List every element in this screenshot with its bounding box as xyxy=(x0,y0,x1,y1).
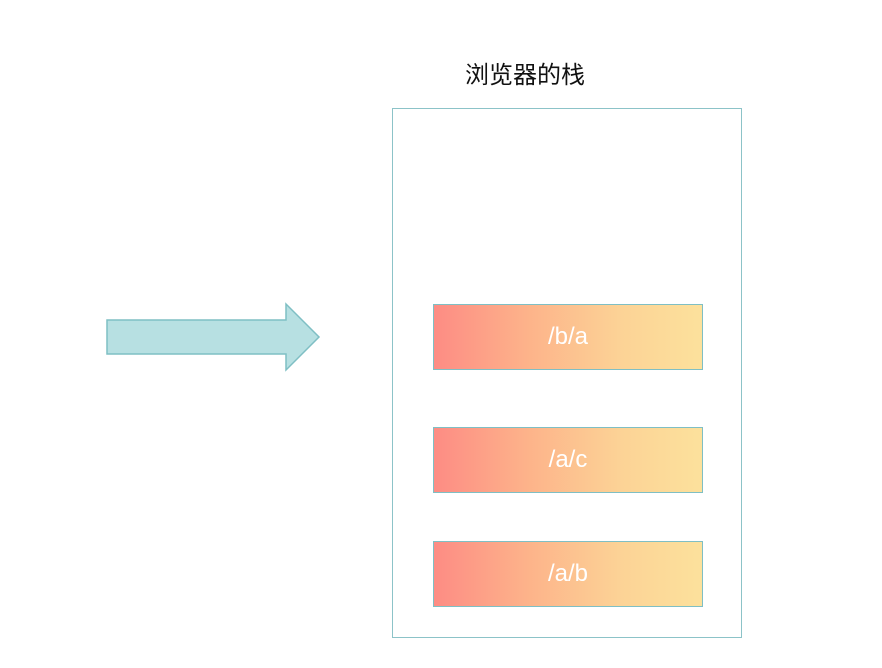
stack-item-label: /b/a xyxy=(547,323,589,350)
stack-item-label: /a/c xyxy=(548,446,588,473)
stack-title: 浏览器的栈 xyxy=(465,61,585,89)
right-arrow-icon xyxy=(106,302,321,372)
stack-item-top: /b/a xyxy=(433,304,703,370)
stack-item-bottom: /a/b xyxy=(433,541,703,607)
stack-item-middle: /a/c xyxy=(433,427,703,493)
stack-item-label: /a/b xyxy=(547,560,589,587)
